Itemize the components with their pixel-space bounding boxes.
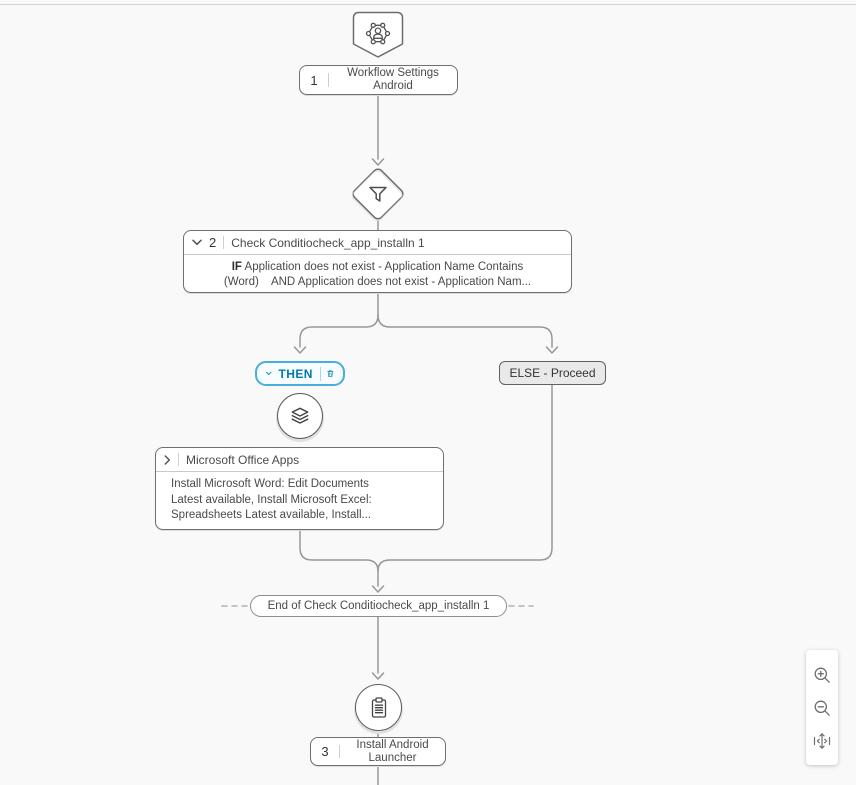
step-label: Install Android Launcher (340, 738, 445, 765)
step-number: 3 (321, 744, 329, 759)
step-label: Workflow Settings Android (329, 66, 457, 94)
then-branch-button[interactable]: THEN (255, 361, 345, 386)
office-header: Microsoft Office Apps (156, 448, 443, 472)
top-divider (0, 4, 856, 5)
zoom-out-icon (814, 700, 830, 716)
chevron-right-icon[interactable] (164, 454, 171, 465)
node-check-condition[interactable]: 2 Check Conditiocheck_app_installn 1 IF … (183, 230, 572, 293)
office-summary: Install Microsoft Word: Edit Documents L… (156, 472, 443, 528)
chevron-down-icon[interactable] (266, 370, 272, 377)
else-label: ELSE - Proceed (509, 366, 596, 380)
step-label-line2: Android (373, 80, 413, 92)
clipboard-icon (371, 696, 386, 718)
step-number: 1 (310, 72, 318, 88)
condition-number: 2 (209, 235, 217, 250)
zoom-out-button[interactable] (810, 696, 834, 720)
condition-diamond-icon[interactable] (348, 164, 408, 224)
condition-summary: IF Application does not exist - Applicat… (184, 255, 571, 293)
layers-stack-icon (291, 407, 309, 424)
office-line1: Install Microsoft Word: Edit Documents (171, 478, 369, 490)
condition-line1: Application does not exist - Application… (241, 261, 524, 273)
trash-icon[interactable] (327, 367, 334, 380)
end-of-condition-marker: End of Check Conditiocheck_app_installn … (250, 595, 507, 617)
if-keyword: IF (231, 261, 242, 273)
condition-line2: (Word) AND Application does not exist - … (223, 275, 532, 288)
end-marker-label: End of Check Conditiocheck_app_installn … (267, 600, 490, 612)
zoom-in-icon (814, 667, 830, 683)
then-label: THEN (278, 366, 313, 381)
zoom-in-button[interactable] (810, 663, 834, 687)
workflow-settings-badge-icon[interactable] (352, 11, 404, 60)
fit-to-screen-icon (813, 732, 831, 749)
chevron-down-icon[interactable] (192, 239, 202, 246)
condition-header: 2 Check Conditiocheck_app_installn 1 (184, 231, 571, 255)
install-app-node-circle[interactable] (355, 684, 402, 731)
divider (328, 73, 329, 87)
filter-funnel-icon (369, 186, 387, 202)
divider (223, 236, 225, 249)
node-workflow-settings[interactable]: 1 Workflow Settings Android (299, 65, 458, 95)
app-group-node-circle[interactable] (277, 393, 323, 439)
divider (319, 366, 321, 381)
office-line3: Spreadsheets Latest available, Install..… (171, 509, 372, 521)
step-label-line1: Install Android (356, 738, 429, 751)
zoom-controls-panel (806, 650, 838, 765)
condition-title: Check Conditiocheck_app_installn 1 (231, 235, 425, 250)
office-line2: Latest available, Install Microsoft Exce… (171, 493, 372, 506)
step-label-line1: Workflow Settings (347, 67, 439, 79)
office-title: Microsoft Office Apps (186, 452, 300, 467)
divider (339, 745, 340, 758)
fit-to-screen-button[interactable] (810, 729, 834, 753)
node-install-android-launcher[interactable]: 3 Install Android Launcher (310, 737, 446, 766)
else-branch-button[interactable]: ELSE - Proceed (499, 361, 606, 385)
step-label-line2: Launcher (368, 751, 417, 764)
divider (178, 453, 179, 466)
node-microsoft-office-apps[interactable]: Microsoft Office Apps Install Microsoft … (155, 447, 444, 530)
